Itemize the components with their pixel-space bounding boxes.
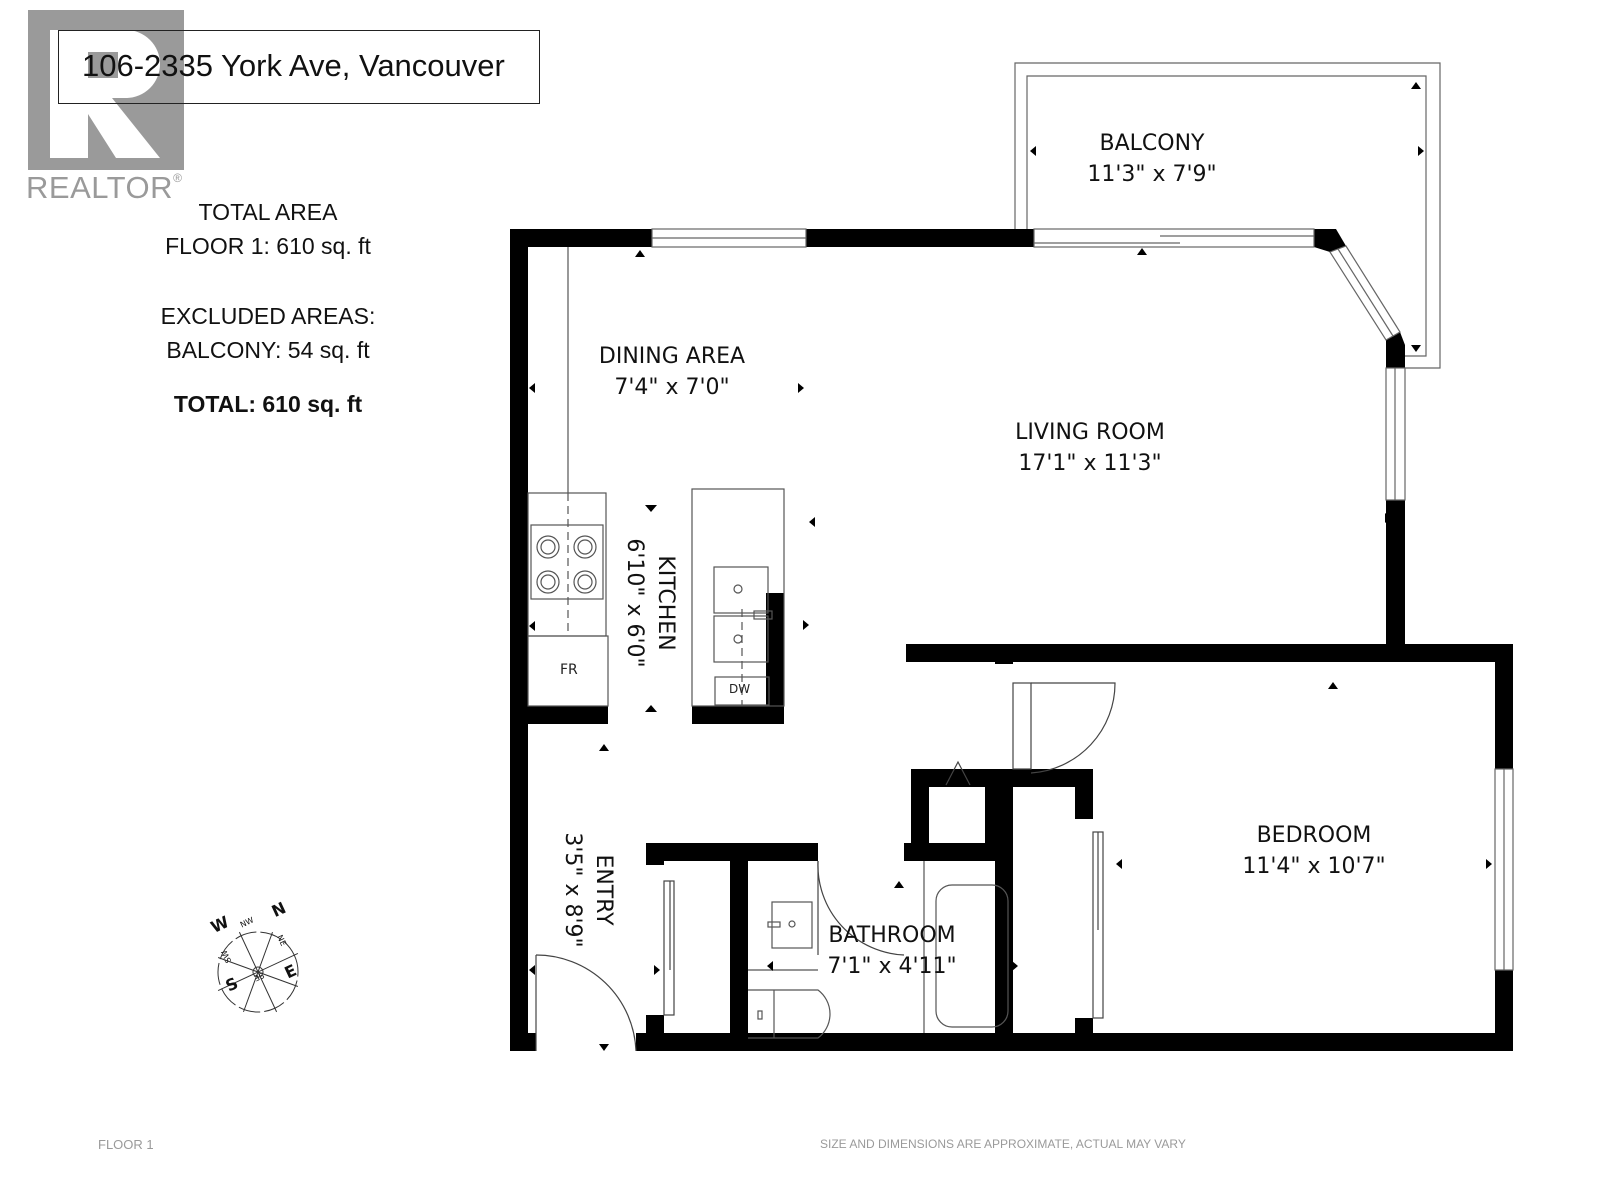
- address-box: [58, 30, 540, 104]
- room-dims: 6'10" x 6'0": [622, 538, 647, 668]
- total-area-line: TOTAL: 610 sq. ft: [173, 391, 363, 417]
- room-dims: 7'1" x 4'11": [827, 954, 957, 979]
- total-area-heading: TOTAL AREA: [198, 199, 338, 225]
- room-name: BALCONY: [1099, 131, 1205, 156]
- windows: [651, 228, 1514, 971]
- room-bedroom: BEDROOM 11'4" x 10'7": [1204, 820, 1424, 882]
- excluded-line: BALCONY: 54 sq. ft: [166, 337, 370, 363]
- room-dims: 3'5" x 8'9": [560, 832, 585, 948]
- floor-label: FLOOR 1: [98, 1137, 154, 1152]
- room-living-room: LIVING ROOM 17'1" x 11'3": [970, 417, 1210, 479]
- room-bathroom: BATHROOM 7'1" x 4'11": [782, 920, 1002, 982]
- room-entry: ENTRY 3'5" x 8'9": [557, 780, 619, 1000]
- fridge-label: FR: [560, 662, 578, 678]
- room-name: BATHROOM: [828, 923, 956, 948]
- floor-area-line: FLOOR 1: 610 sq. ft: [165, 233, 371, 259]
- room-name: LIVING ROOM: [1015, 420, 1165, 445]
- room-name: ENTRY: [591, 854, 616, 926]
- room-balcony: BALCONY 11'3" x 7'9": [1052, 128, 1252, 190]
- realtor-wordmark: REALTOR®: [26, 170, 183, 205]
- room-name: DINING AREA: [598, 344, 746, 369]
- room-dims: 11'3" x 7'9": [1087, 162, 1217, 187]
- room-name: BEDROOM: [1256, 823, 1372, 848]
- room-dims: 17'1" x 11'3": [1018, 451, 1162, 476]
- doors: [535, 682, 1116, 1052]
- disclaimer: SIZE AND DIMENSIONS ARE APPROXIMATE, ACT…: [820, 1137, 1186, 1151]
- walls: [510, 229, 1513, 1051]
- bathroom-fixtures: [748, 861, 1009, 1039]
- excluded-heading: EXCLUDED AREAS:: [160, 303, 376, 329]
- room-name: KITCHEN: [653, 555, 678, 651]
- room-dims: 11'4" x 10'7": [1242, 854, 1386, 879]
- balcony-outline: [1014, 62, 1441, 369]
- room-dining-area: DINING AREA 7'4" x 7'0": [562, 341, 782, 403]
- area-summary: TOTAL AREA FLOOR 1: 610 sq. ft EXCLUDED …: [140, 195, 396, 421]
- address-title: 106-2335 York Ave, Vancouver: [82, 48, 505, 83]
- room-kitchen: KITCHEN 6'10" x 6'0": [619, 483, 681, 723]
- kitchen-fixtures: [527, 247, 785, 707]
- realtor-logo-icon: [28, 10, 184, 170]
- room-dims: 7'4" x 7'0": [614, 375, 730, 400]
- dimension-markers: [529, 82, 1492, 1051]
- dishwasher-label: DW: [729, 682, 751, 696]
- compass-rose-icon: [217, 931, 299, 1013]
